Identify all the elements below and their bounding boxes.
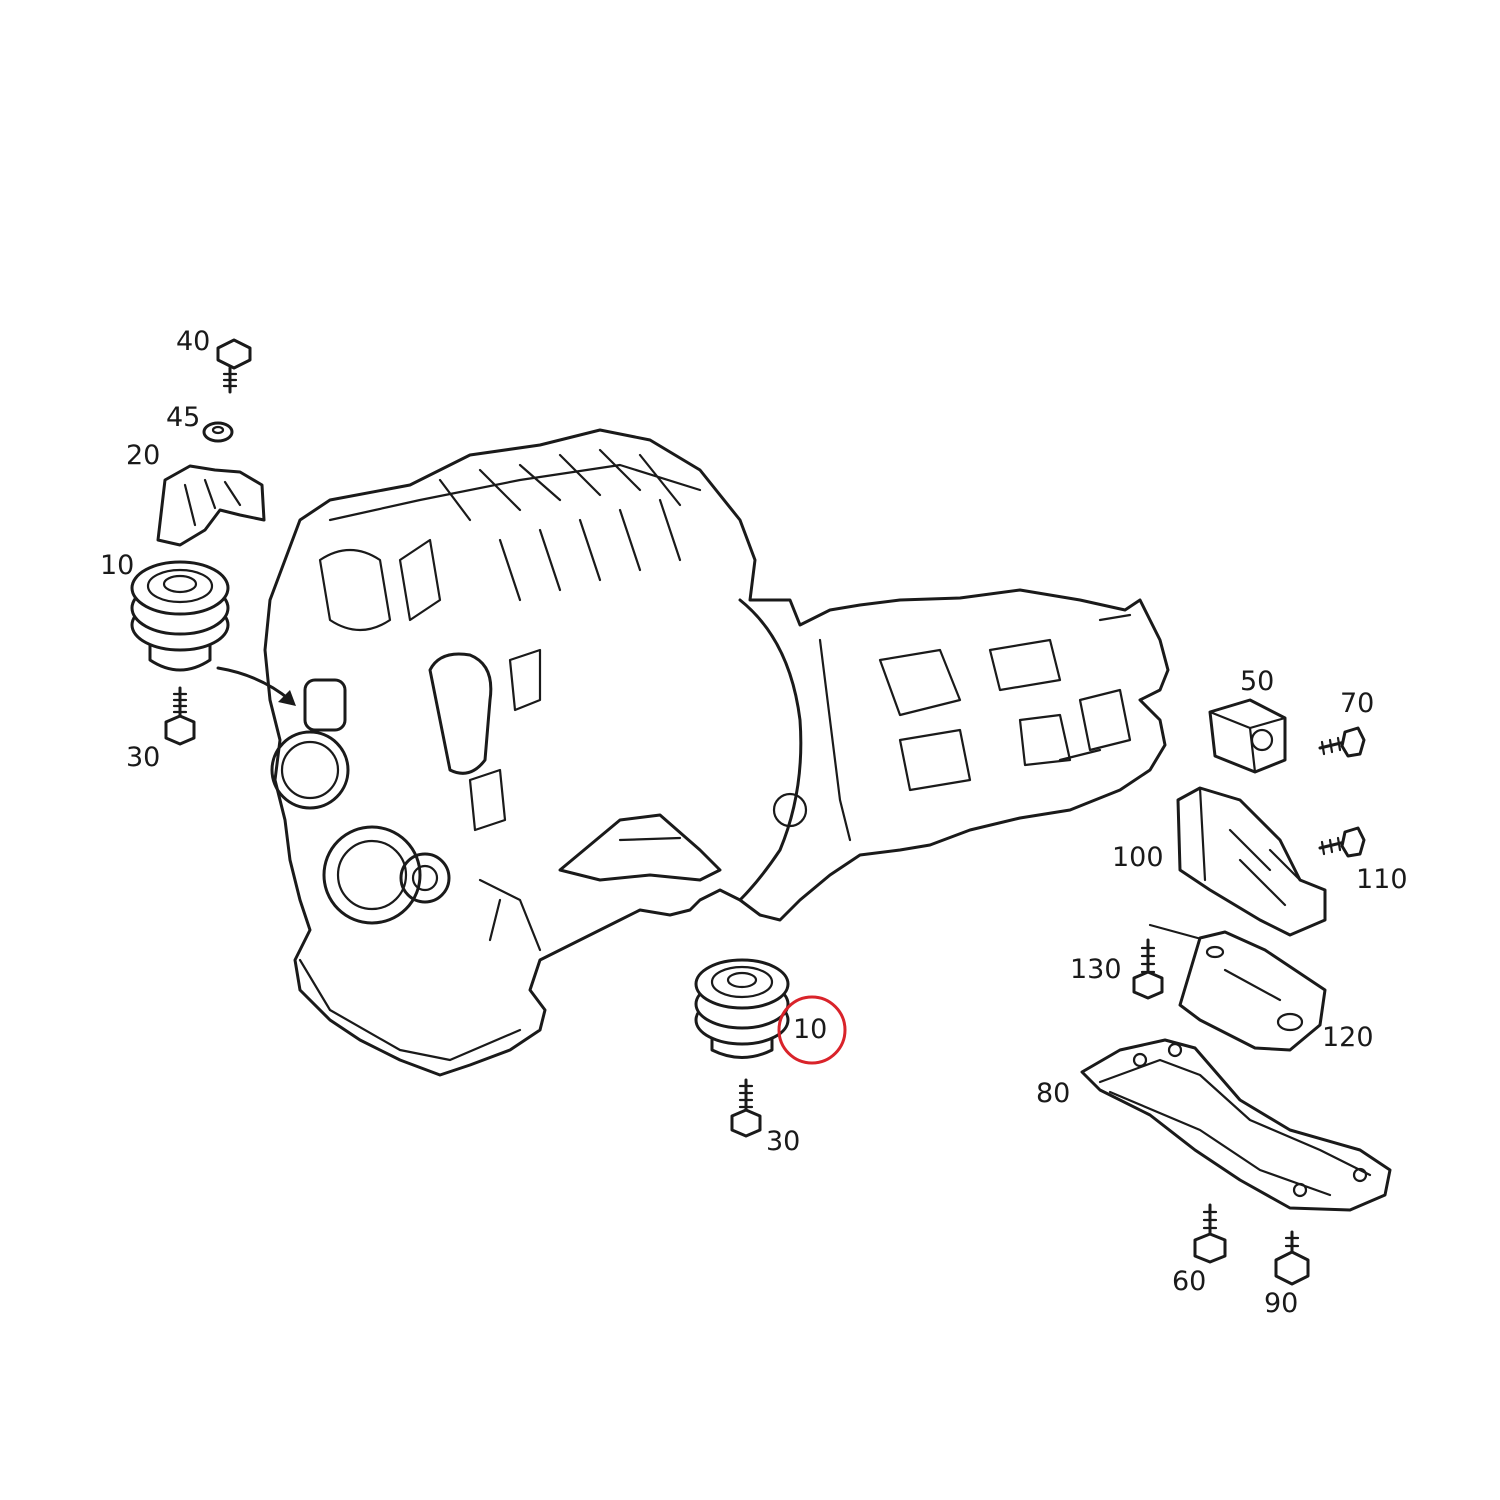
- callout-40: 40: [176, 326, 211, 357]
- bolt-130-drawing: [1132, 923, 1207, 1000]
- bolt-90-drawing: [1274, 1230, 1310, 1286]
- crossmember-80-drawing: [1080, 1038, 1392, 1212]
- mount-50-drawing: [1208, 698, 1287, 774]
- bolt-40-drawing: [216, 338, 252, 394]
- callout-100: 100: [1112, 842, 1164, 873]
- bolt-70-drawing: [1318, 726, 1366, 758]
- callout-45: 45: [166, 402, 201, 433]
- bolt-30-left-drawing: [164, 686, 196, 746]
- callout-130: 130: [1070, 954, 1122, 985]
- callout-120: 120: [1322, 1022, 1374, 1053]
- callout-70: 70: [1340, 688, 1375, 719]
- location-arrow: [216, 666, 296, 706]
- callout-90: 90: [1264, 1288, 1299, 1319]
- bolt-110-drawing: [1318, 826, 1366, 858]
- bolt-30-center-drawing: [730, 1078, 762, 1138]
- callout-10-center: 10: [793, 1014, 828, 1045]
- bolt-60-drawing: [1193, 1203, 1227, 1264]
- callout-110: 110: [1356, 864, 1408, 895]
- washer-45-drawing: [202, 421, 234, 443]
- engine-mount-10-left-drawing: [130, 560, 230, 672]
- plate-120-drawing: [1178, 930, 1327, 1052]
- callout-20: 20: [126, 440, 161, 471]
- callout-10-left: 10: [100, 550, 135, 581]
- bracket-20-drawing: [156, 464, 266, 547]
- engine-mount-10-center-drawing: [694, 958, 790, 1059]
- callout-30-center: 30: [766, 1126, 801, 1157]
- callout-60: 60: [1172, 1266, 1207, 1297]
- highlight-circle: [777, 995, 847, 1065]
- bracket-100-drawing: [1176, 786, 1327, 937]
- callout-30-left: 30: [126, 742, 161, 773]
- callout-80: 80: [1036, 1078, 1071, 1109]
- callout-50: 50: [1240, 666, 1275, 697]
- engine-block: [263, 428, 1170, 1077]
